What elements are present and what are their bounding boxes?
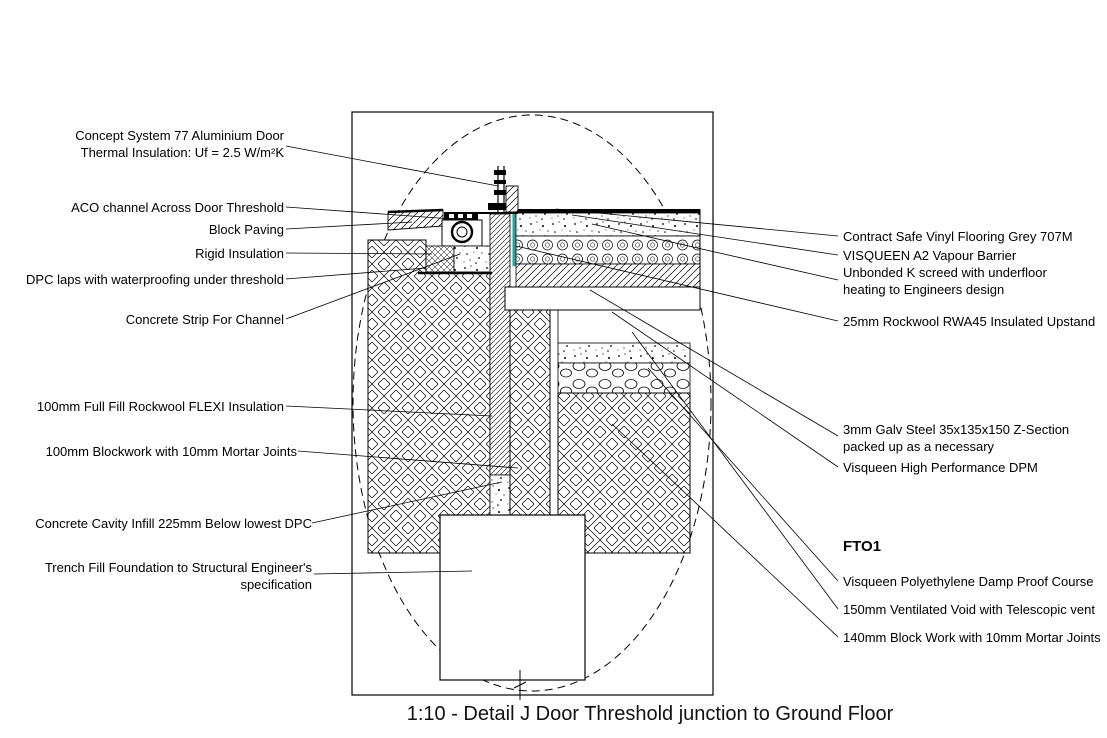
floor-insulation bbox=[515, 235, 701, 265]
concrete-strip bbox=[453, 245, 491, 273]
aco-grate-slot bbox=[467, 214, 472, 218]
centre-break-tick bbox=[513, 681, 527, 689]
label-insulated-upstand: 25mm Rockwool RWA45 Insulated Upstand bbox=[843, 314, 1096, 329]
label-z-section: 3mm Galv Steel 35x135x150 Z-Section pack… bbox=[843, 422, 1070, 454]
vinyl-flooring bbox=[516, 209, 700, 213]
label-concrete-strip: Concrete Strip For Channel bbox=[125, 312, 284, 327]
leader-lines bbox=[285, 145, 839, 638]
screed-layer bbox=[515, 212, 701, 237]
rigid-insulation bbox=[425, 245, 455, 273]
label-140mm-blockwork: 140mm Block Work with 10mm Mortar Joints bbox=[843, 630, 1101, 645]
trench-fill-foundation bbox=[439, 514, 586, 681]
aco-channel-bore-inner bbox=[456, 226, 468, 238]
label-vinyl-flooring: Contract Safe Vinyl Flooring Grey 707M bbox=[843, 229, 1073, 244]
floor-slab-beam bbox=[504, 286, 701, 311]
label-unbonded-screed: Unbonded K screed with underfloor heatin… bbox=[843, 265, 1047, 297]
hardcore-stones bbox=[557, 362, 691, 394]
outer-wall-blockwork bbox=[367, 239, 491, 554]
thermal-break bbox=[494, 170, 506, 175]
door-frame bbox=[478, 166, 519, 214]
label-cavity-infill: Concrete Cavity Infill 225mm Below lowes… bbox=[35, 516, 312, 531]
label-fto1: FTO1 bbox=[843, 538, 882, 555]
label-dpc-laps: DPC laps with waterproofing under thresh… bbox=[26, 272, 284, 287]
inner-leaf-blockwork bbox=[509, 309, 551, 516]
aco-grate-slot bbox=[458, 214, 463, 218]
label-aco-channel: ACO channel Across Door Threshold bbox=[71, 200, 284, 215]
thermal-break bbox=[494, 190, 506, 195]
label-ventilated-void: 150mm Ventilated Void with Telescopic ve… bbox=[843, 602, 1095, 617]
label-rigid-insulation: Rigid Insulation bbox=[195, 246, 284, 261]
cavity-concrete-infill bbox=[489, 474, 511, 516]
floor-buildup bbox=[504, 209, 701, 311]
detail-boundary-ellipse bbox=[352, 114, 712, 692]
label-100mm-blockwork: 100mm Blockwork with 10mm Mortar Joints bbox=[45, 444, 297, 459]
label-trench-fill-foundation: Trench Fill Foundation to Structural Eng… bbox=[44, 560, 312, 592]
aco-channel bbox=[441, 212, 483, 247]
block-paving bbox=[387, 209, 444, 231]
sand-blinding bbox=[557, 342, 691, 364]
frame-upstand bbox=[505, 185, 519, 213]
label-block-paving: Block Paving bbox=[208, 222, 284, 237]
aco-grate-slot bbox=[449, 214, 454, 218]
threshold-bar bbox=[488, 203, 516, 210]
label-vapour-barrier: VISQUEEN A2 Vapour Barrier bbox=[843, 248, 1017, 263]
label-high-performance-dpm: Visqueen High Performance DPM bbox=[843, 460, 1038, 475]
label-aluminium-door: Concept System 77 Aluminium Door Thermal… bbox=[75, 128, 284, 160]
drawing-title: 1:10 - Detail J Door Threshold junction … bbox=[406, 703, 894, 725]
cavity-insulation bbox=[489, 213, 511, 476]
label-polyethylene-dpc: Visqueen Polyethylene Damp Proof Course bbox=[843, 574, 1094, 589]
paving-surface-line bbox=[387, 208, 444, 214]
aco-channel-bore bbox=[450, 220, 474, 244]
thermal-break bbox=[494, 180, 506, 184]
label-fullfill-insulation: 100mm Full Fill Rockwool FLEXI Insulatio… bbox=[36, 399, 284, 414]
